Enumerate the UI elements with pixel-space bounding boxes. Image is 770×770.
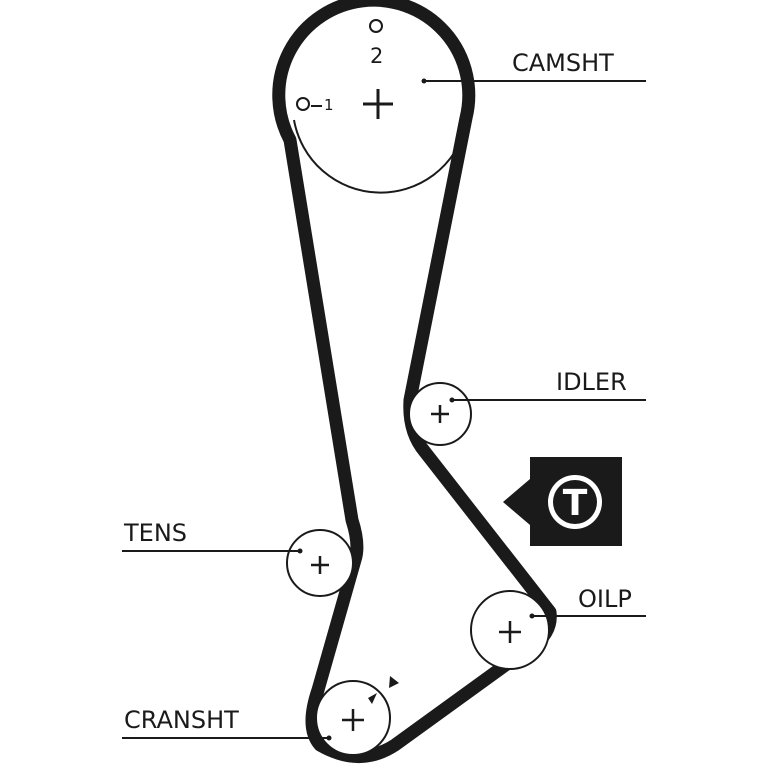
timing-mark-1-label: 1	[324, 96, 334, 114]
label-tensioner-text: TENS	[123, 519, 187, 547]
label-camshaft: CAMSHT	[421, 49, 646, 84]
crank-timing-mark-icon	[368, 693, 377, 704]
label-oil-pump-text: OILP	[578, 585, 632, 613]
label-oil-pump: OILP	[529, 585, 646, 619]
label-idler-text: IDLER	[556, 368, 627, 396]
tension-badge: T	[503, 457, 622, 546]
timing-mark-1-dot	[296, 97, 310, 111]
oil-pump-pulley	[470, 590, 550, 670]
idler-pulley	[408, 382, 472, 446]
tension-badge-letter: T	[563, 483, 588, 524]
label-camshaft-text: CAMSHT	[512, 49, 614, 77]
label-crankshaft: CRANSHT	[122, 706, 332, 741]
crankshaft-pulley	[315, 676, 399, 756]
camshaft-pulley: 2 1	[293, 19, 467, 194]
engine-timing-mark-icon	[389, 676, 399, 688]
tensioner-pulley	[286, 529, 354, 597]
label-idler: IDLER	[449, 368, 646, 403]
label-tensioner: TENS	[122, 519, 303, 554]
timing-mark-2-dot	[369, 19, 383, 33]
timing-mark-2-label: 2	[370, 44, 383, 68]
label-crankshaft-text: CRANSHT	[124, 706, 239, 734]
